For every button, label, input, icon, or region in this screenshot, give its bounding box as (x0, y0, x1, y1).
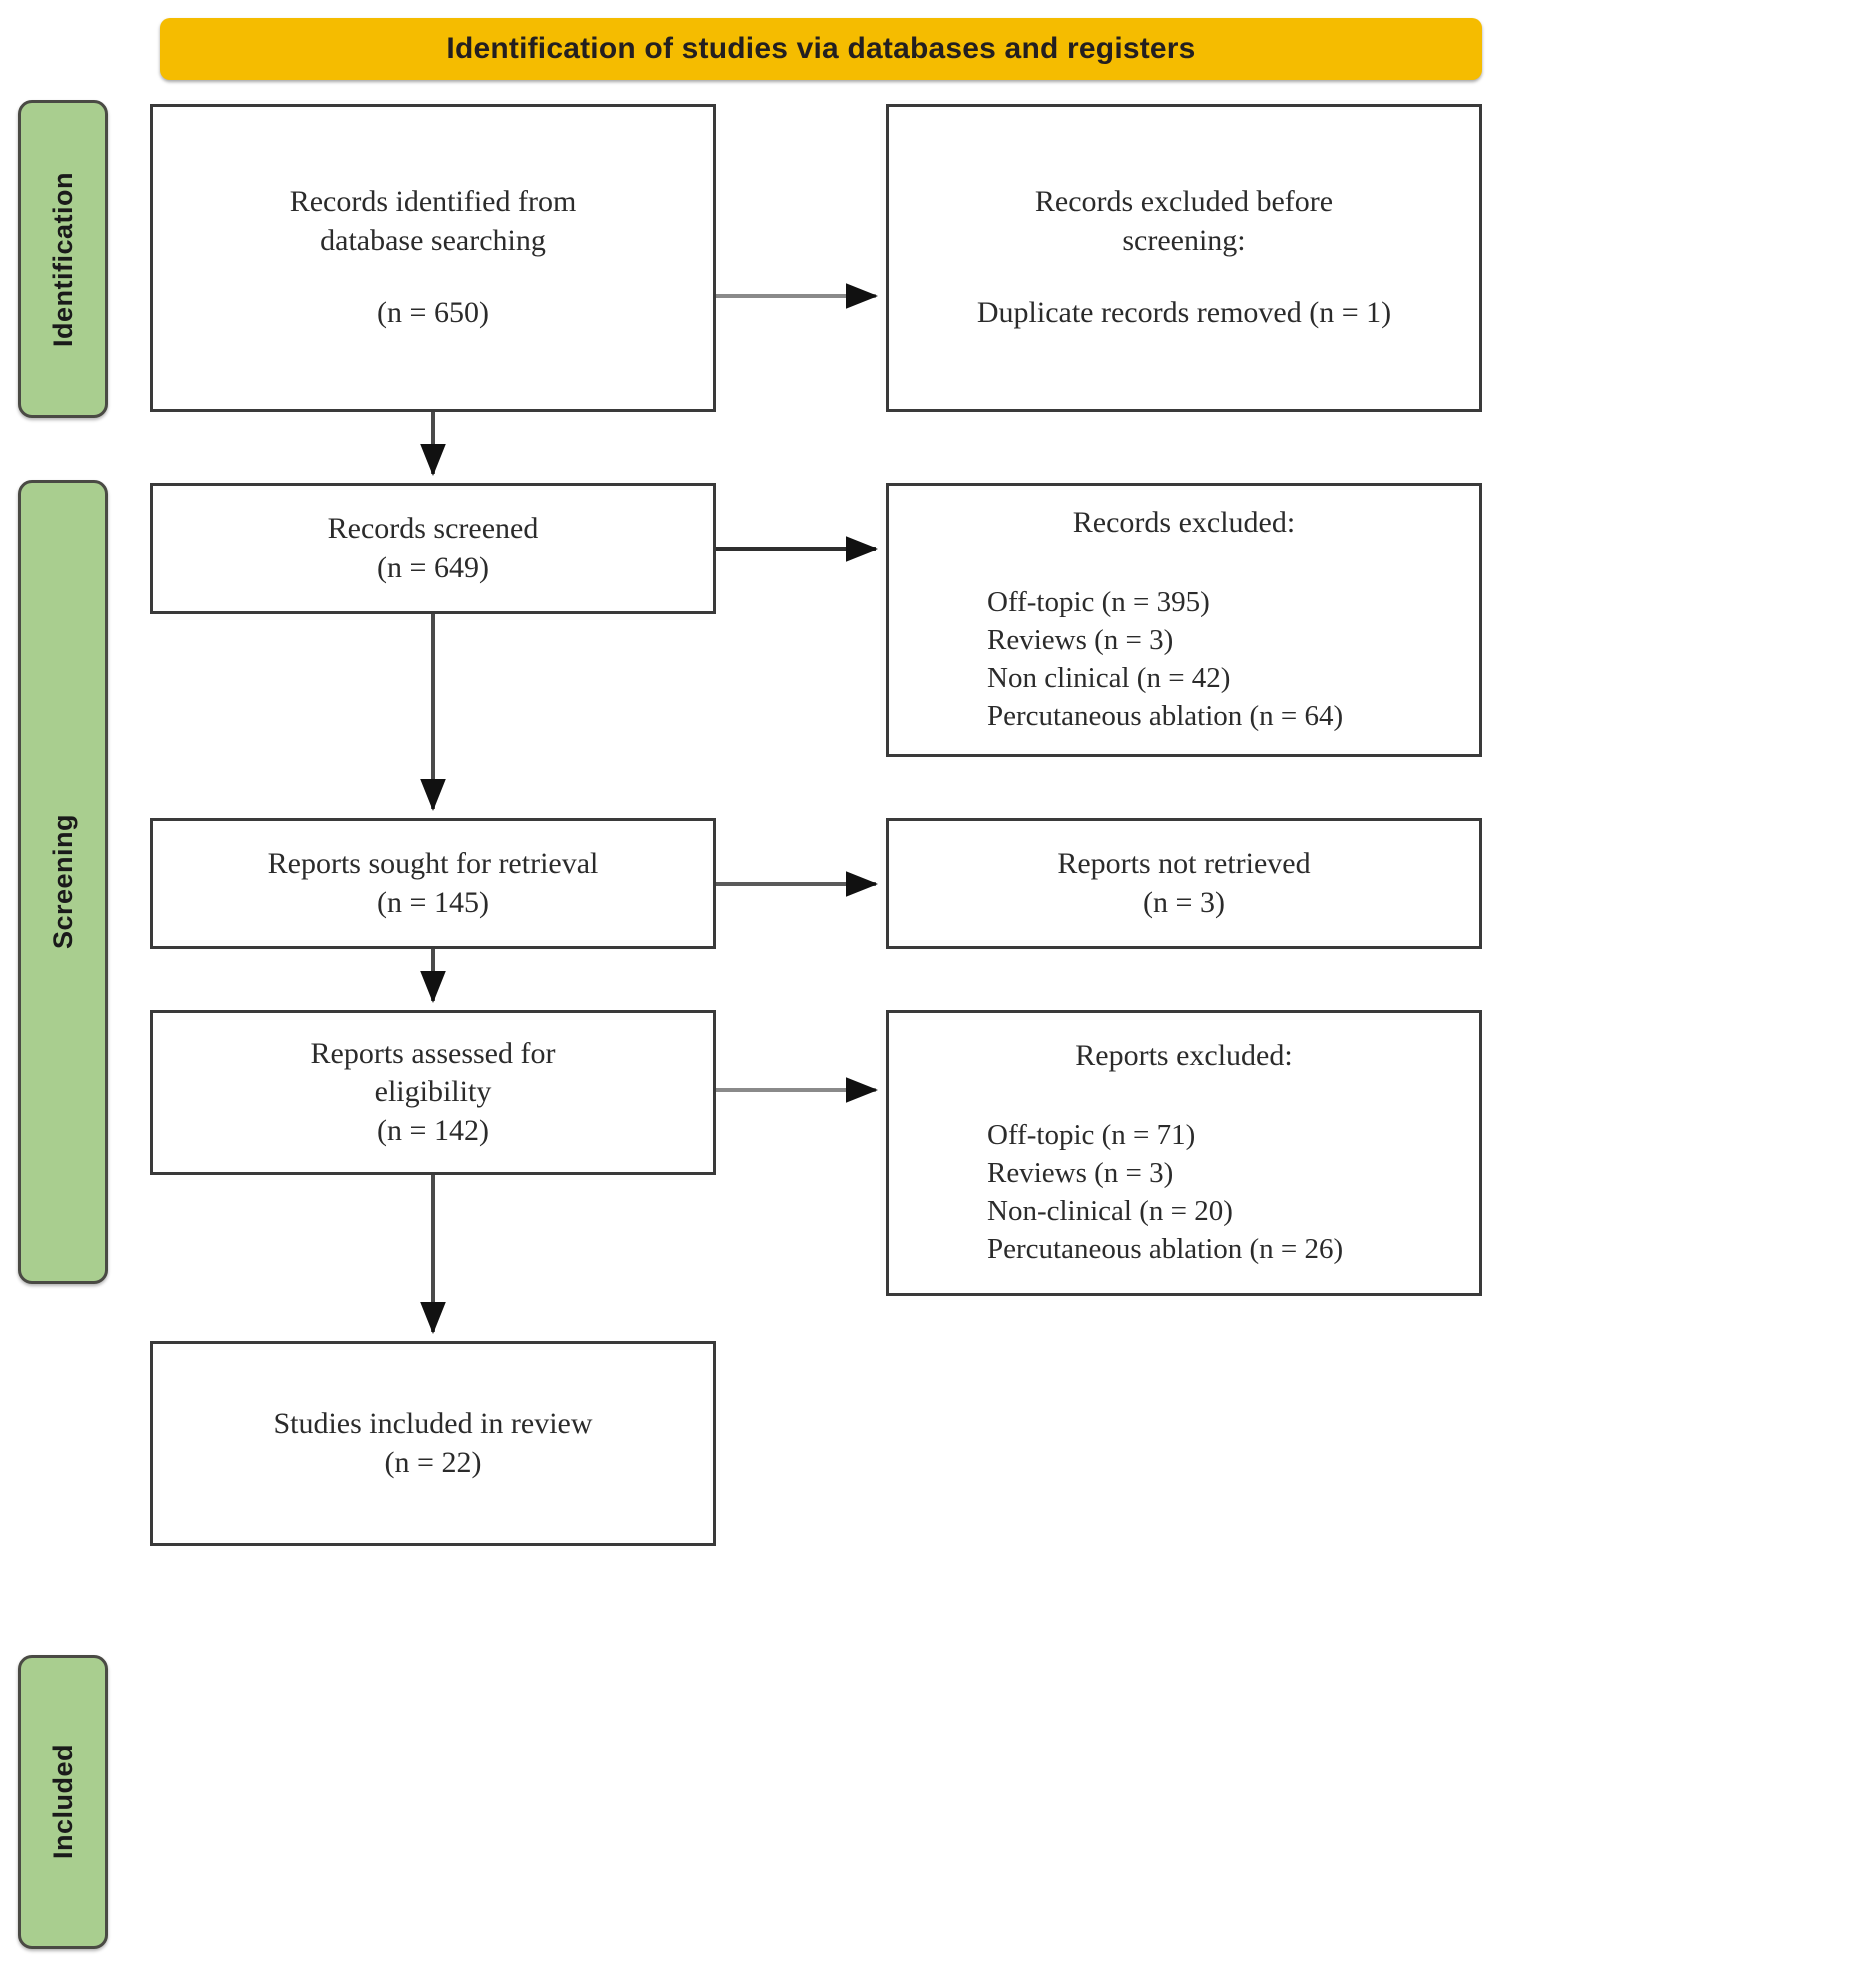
records-screened-line1: Records screened (327, 512, 539, 546)
stage-bar-identification: Identification (18, 100, 108, 418)
box-records-excluded: Records excluded: Off-topic (n = 395) Re… (886, 483, 1482, 757)
box-reports-assessed-for-eligibility: Reports assessed for eligibility (n = 14… (150, 1010, 716, 1175)
reports-excluded-heading: Reports excluded: (1075, 1039, 1293, 1073)
reports-not-retrieved-count: (n = 3) (1143, 885, 1225, 919)
box-reports-not-retrieved: Reports not retrieved (n = 3) (886, 818, 1482, 949)
records-excluded-heading: Records excluded: (1072, 506, 1296, 540)
stage-label-identification: Identification (47, 171, 78, 347)
records-excluded-reason-percutaneous-ablation: Percutaneous ablation (n = 64) (987, 700, 1344, 733)
records-identified-count: (n = 650) (377, 296, 489, 330)
reports-excluded-reason-reviews: Reviews (n = 3) (987, 1156, 1174, 1189)
reports-excluded-reason-off-topic: Off-topic (n = 71) (987, 1118, 1196, 1151)
excluded-before-line2: screening: (1122, 223, 1246, 257)
reports-not-retrieved-line1: Reports not retrieved (1057, 847, 1311, 881)
box-records-screened: Records screened (n = 649) (150, 483, 716, 614)
reports-assessed-count: (n = 142) (377, 1113, 489, 1147)
stage-label-screening: Screening (47, 814, 78, 950)
reports-assessed-line1: Reports assessed for (310, 1036, 556, 1070)
studies-included-count: (n = 22) (384, 1445, 482, 1479)
phase-header-identification: Identification of studies via databases … (160, 18, 1482, 80)
records-excluded-reason-non-clinical: Non clinical (n = 42) (987, 662, 1231, 695)
records-identified-line2: database searching (320, 223, 546, 257)
stage-bar-screening: Screening (18, 480, 108, 1284)
reports-excluded-reason-percutaneous-ablation: Percutaneous ablation (n = 26) (987, 1233, 1344, 1266)
records-excluded-reason-list: Off-topic (n = 395) Reviews (n = 3) Non … (911, 583, 1457, 736)
reports-excluded-reason-list: Off-topic (n = 71) Reviews (n = 3) Non-c… (911, 1116, 1457, 1269)
phase-header-title: Identification of studies via databases … (446, 32, 1196, 65)
box-reports-sought-for-retrieval: Reports sought for retrieval (n = 145) (150, 818, 716, 949)
box-records-excluded-before-screening: Records excluded before screening: Dupli… (886, 104, 1482, 412)
studies-included-line1: Studies included in review (273, 1407, 593, 1441)
records-excluded-reason-reviews: Reviews (n = 3) (987, 623, 1174, 656)
records-excluded-reason-off-topic: Off-topic (n = 395) (987, 585, 1210, 618)
stage-label-included: Included (47, 1744, 78, 1860)
records-screened-count: (n = 649) (377, 550, 489, 584)
reports-assessed-line2: eligibility (374, 1075, 492, 1109)
reports-sought-count: (n = 145) (377, 885, 489, 919)
box-studies-included-in-review: Studies included in review (n = 22) (150, 1341, 716, 1546)
excluded-before-reason-duplicates: Duplicate records removed (n = 1) (976, 296, 1392, 330)
excluded-before-line1: Records excluded before (1034, 185, 1334, 219)
box-reports-excluded: Reports excluded: Off-topic (n = 71) Rev… (886, 1010, 1482, 1296)
stage-bar-included: Included (18, 1655, 108, 1949)
reports-sought-line1: Reports sought for retrieval (267, 847, 599, 881)
records-identified-line1: Records identified from (289, 185, 577, 219)
box-records-identified: Records identified from database searchi… (150, 104, 716, 412)
reports-excluded-reason-non-clinical: Non-clinical (n = 20) (987, 1195, 1233, 1228)
